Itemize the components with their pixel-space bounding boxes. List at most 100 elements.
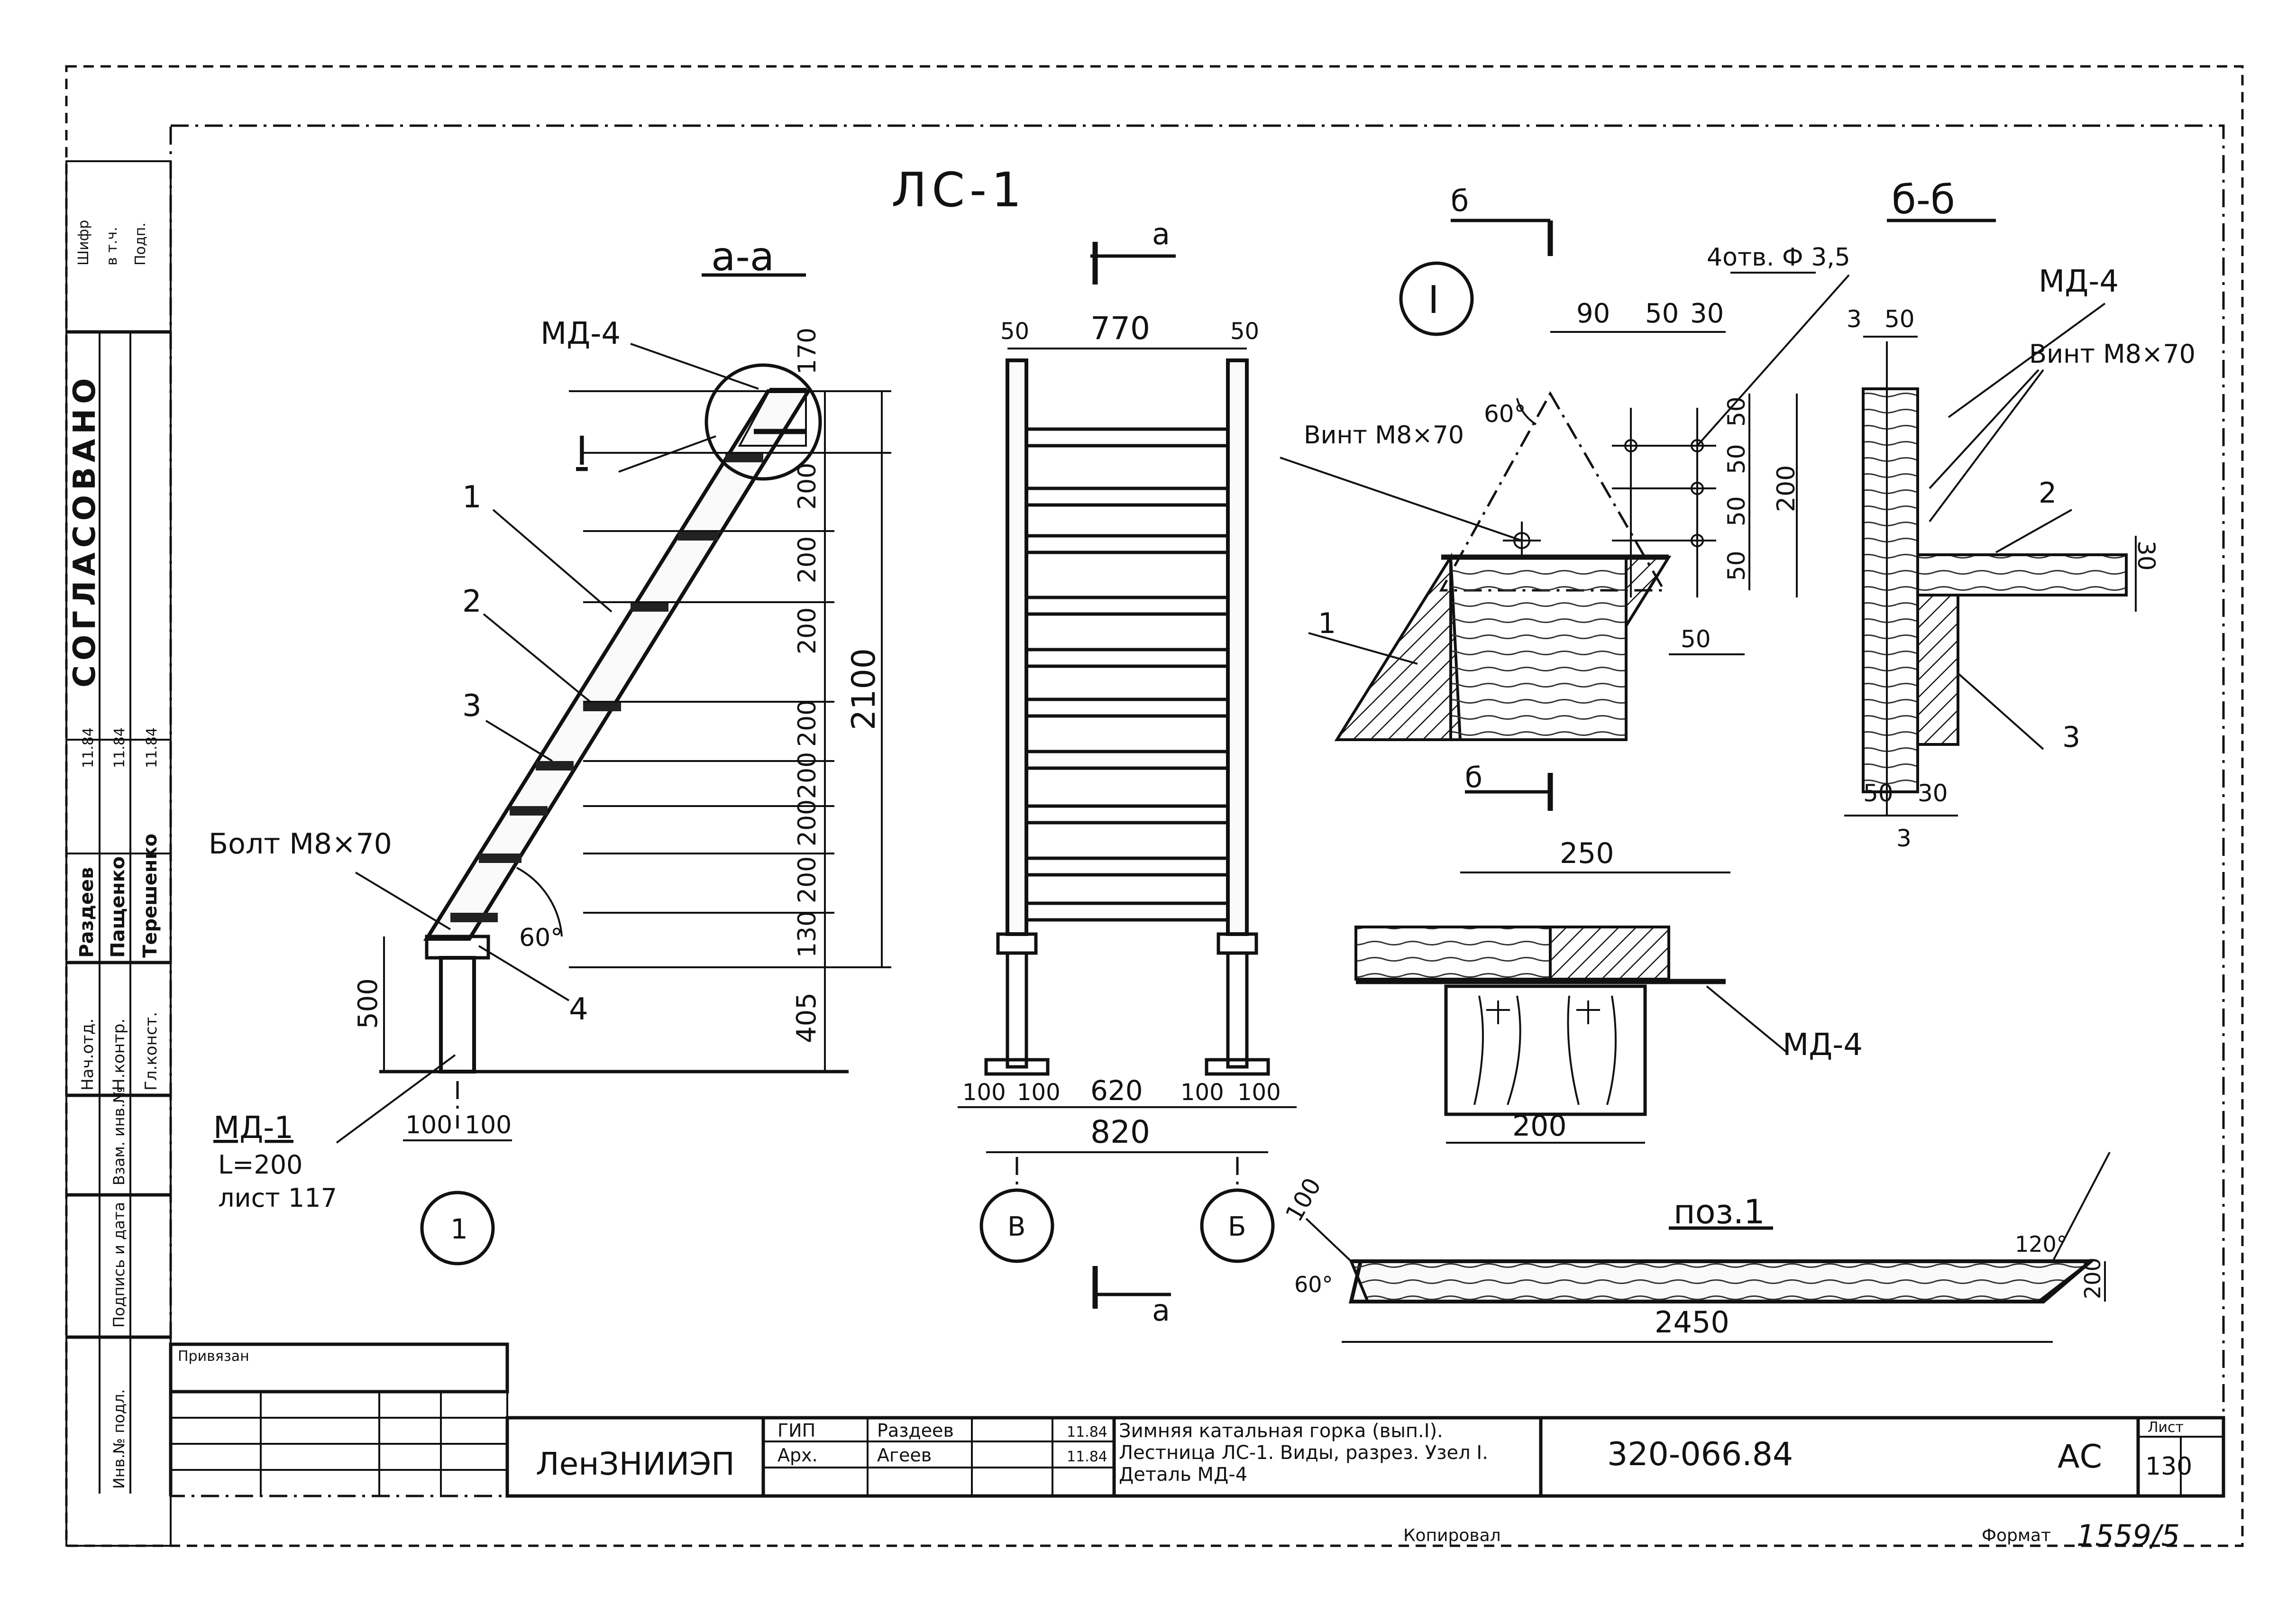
section-marker-b-bottom: б bbox=[1465, 761, 1482, 794]
right-post bbox=[1226, 951, 1249, 1069]
dim-side-200g: 200 bbox=[793, 856, 822, 903]
dim-front-top-770: 770 bbox=[1090, 310, 1150, 347]
copied-label: Копировал bbox=[1403, 1526, 1501, 1545]
node-I-detail-circle bbox=[704, 363, 822, 481]
signer-2-date: 11.84 bbox=[1067, 1449, 1107, 1465]
dim-post-height: 500 bbox=[353, 978, 384, 1029]
plan-view-md4: 250 200 МД-4 bbox=[1354, 837, 1863, 1144]
node-I-gusset bbox=[1439, 391, 1666, 592]
left-rail bbox=[1006, 358, 1028, 936]
dim-bb-30: 30 bbox=[2132, 541, 2160, 571]
doc-code: 320-066.84 bbox=[1607, 1436, 1793, 1473]
dim-node-30: 30 bbox=[1690, 298, 1724, 329]
dim-node-total: 200 bbox=[1772, 465, 1801, 512]
label-pos-1: 1 bbox=[462, 480, 482, 515]
dim-post-100b: 100 bbox=[465, 1111, 512, 1139]
dim-side-200e: 200 bbox=[793, 752, 822, 799]
section-marker-a-bottom: а bbox=[1152, 1293, 1170, 1328]
pos1-part-view: поз.1 100 60° 120° 200 2450 bbox=[1280, 1152, 2111, 1343]
side-column-inv: Инв.№ подл. bbox=[110, 1389, 128, 1489]
right-rail bbox=[1226, 358, 1249, 936]
dim-bb-bot-50: 50 bbox=[1863, 780, 1894, 807]
dim-side-bottom: 405 bbox=[791, 992, 822, 1043]
dim-side-200b: 200 bbox=[793, 536, 822, 583]
format-value: 1559/5 bbox=[2076, 1518, 2180, 1553]
dim-plan-250: 250 bbox=[1560, 837, 1614, 870]
dim-front-top-50b: 50 bbox=[1230, 318, 1259, 345]
dim-pos1-120: 120° bbox=[2015, 1231, 2067, 1257]
label-md1-length: L=200 bbox=[218, 1150, 302, 1180]
dim-side-200d: 200 bbox=[793, 700, 822, 747]
approval-row-1-date: 11.84 bbox=[80, 727, 97, 768]
approval-row-3-date: 11.84 bbox=[144, 727, 160, 768]
format-label: Формат bbox=[1982, 1526, 2051, 1545]
dim-front-bot-620: 620 bbox=[1090, 1074, 1143, 1107]
dim-side-130: 130 bbox=[793, 911, 822, 958]
section-marker-b-top: б bbox=[1451, 184, 1469, 218]
dim-node-r50b: 50 bbox=[1723, 444, 1750, 474]
dim-bb-3: 3 bbox=[1847, 305, 1862, 333]
signer-2-name: Агеев bbox=[877, 1445, 932, 1466]
approval-heading: СОГЛАСОВАНО bbox=[67, 374, 102, 688]
drawing-description: Зимняя катальная горка (вып.I). Лестница… bbox=[1119, 1420, 1488, 1486]
dim-node-angle: 60° bbox=[1484, 400, 1526, 428]
pos1-title: поз.1 bbox=[1674, 1193, 1765, 1231]
label-bb-screw: Винт М8×70 bbox=[2029, 339, 2195, 369]
dim-plan-200: 200 bbox=[1512, 1110, 1567, 1143]
node-I-title-circle bbox=[1399, 261, 1474, 336]
label-bb-pos-2: 2 bbox=[2039, 477, 2057, 510]
dim-side-170: 170 bbox=[793, 328, 822, 375]
dim-side-200c: 200 bbox=[793, 607, 822, 654]
signer-1-name: Раздеев bbox=[877, 1420, 954, 1441]
dim-bb-50: 50 bbox=[1884, 305, 1915, 333]
dim-front-top-50a: 50 bbox=[1000, 318, 1029, 345]
dim-front-bot-100b: 100 bbox=[1017, 1079, 1061, 1106]
label-pos-3: 3 bbox=[462, 688, 482, 724]
dim-node-r50c: 50 bbox=[1723, 496, 1750, 526]
label-plan-md4: МД-4 bbox=[1783, 1028, 1863, 1063]
label-node-pos-1: 1 bbox=[1318, 607, 1336, 640]
label-md1-sheet: лист 117 bbox=[218, 1183, 337, 1213]
front-view: а 50 770 50 100 1 bbox=[958, 217, 1297, 1328]
section-bb-view: б-б 3 50 50 30 3 30 МД-4 Винт М8×70 2 3 bbox=[1844, 176, 2195, 852]
dim-post-100a: 100 bbox=[405, 1111, 452, 1139]
dim-node-90: 90 bbox=[1576, 298, 1610, 329]
stamp-top-2: в т.ч. bbox=[104, 227, 120, 266]
dim-pos1-length: 2450 bbox=[1655, 1305, 1729, 1340]
approval-row-2-date: 11.84 bbox=[111, 727, 128, 768]
label-pos-2: 2 bbox=[462, 584, 482, 619]
dim-angle-60: 60° bbox=[519, 924, 563, 952]
label-bb-pos-3: 3 bbox=[2062, 721, 2080, 754]
title-block: ЛенЗНИИЭП ГИП Раздеев 11.84 Арх. Агеев 1… bbox=[505, 1416, 2225, 1498]
side-column-replace: Взам. инв.№ bbox=[110, 1087, 128, 1185]
section-bb-title: б-б bbox=[1892, 176, 1955, 223]
approval-row-3-role: Гл.конст. bbox=[142, 1012, 161, 1091]
approval-row-2-name: Пащенко bbox=[107, 856, 129, 958]
label-screw-node: Винт М8×70 bbox=[1304, 421, 1464, 450]
bound-to-box: Привязан bbox=[169, 1342, 509, 1496]
left-post bbox=[1006, 951, 1028, 1069]
dim-side-200a: 200 bbox=[793, 463, 822, 510]
approval-row-3-name: Терешенко bbox=[139, 834, 161, 958]
dim-pos1-200: 200 bbox=[2080, 1257, 2105, 1299]
axis-label-v: В bbox=[1007, 1211, 1025, 1242]
dim-front-bot-100c: 100 bbox=[1180, 1079, 1224, 1106]
signer-1-role: ГИП bbox=[778, 1420, 815, 1441]
label-md4: МД-4 bbox=[540, 316, 621, 351]
approval-row-1-role: Нач.отд. bbox=[78, 1018, 97, 1091]
dim-side-200f: 200 bbox=[793, 799, 822, 846]
label-bolt: Болт М8×70 bbox=[209, 827, 392, 861]
dim-pos1-60: 60° bbox=[1294, 1272, 1333, 1297]
dim-front-bot-100a: 100 bbox=[962, 1079, 1006, 1106]
bound-to-label: Привязан bbox=[178, 1348, 249, 1365]
section-aa-title: а-а bbox=[711, 233, 774, 280]
approval-block: СОГЛАСОВАНО Нач.отд. Раздеев 11.84 Н.кон… bbox=[66, 220, 171, 1494]
side-column-signature: Подпись и дата bbox=[110, 1202, 128, 1328]
label-holes: 4отв. Ф 3,5 bbox=[1707, 243, 1850, 272]
sheet-label: Лист bbox=[2148, 1419, 2184, 1436]
bb-post bbox=[1862, 387, 1919, 793]
dim-node-bottom-50: 50 bbox=[1681, 625, 1711, 653]
side-section-view: а-а bbox=[209, 233, 891, 1266]
main-title: ЛС-1 bbox=[891, 162, 1026, 218]
